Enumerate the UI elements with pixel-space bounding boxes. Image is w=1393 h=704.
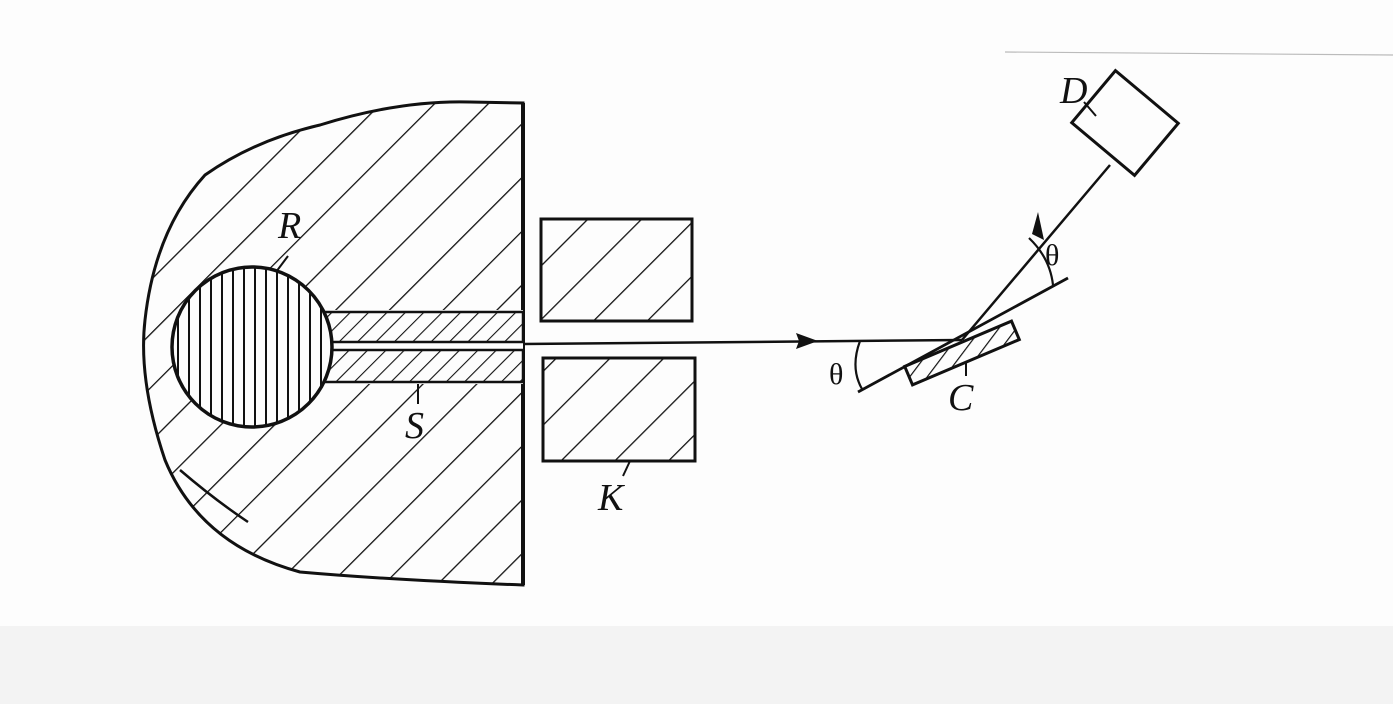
leader-K	[622, 460, 631, 477]
source-channel-upper	[323, 310, 525, 344]
shielding-inner-curve	[179, 469, 249, 524]
crystal	[902, 319, 1022, 387]
leader-R	[275, 255, 289, 273]
label-C: C	[948, 377, 974, 419]
label-R: R	[277, 205, 301, 247]
detector	[1069, 68, 1181, 178]
collimator-upper	[539, 217, 694, 323]
leader-D	[1083, 101, 1097, 117]
radioactive-source-hatch	[170, 265, 334, 429]
incident-beam	[522, 338, 963, 346]
reflected-beam	[961, 164, 1111, 341]
source-channel-lower	[323, 348, 525, 384]
reflected-beam-arrow	[1032, 212, 1044, 240]
incident-beam-arrow	[796, 333, 818, 349]
label-theta-incident: θ	[829, 358, 843, 391]
label-theta-reflected: θ	[1045, 239, 1059, 272]
bottom-band	[0, 626, 1393, 704]
label-D: D	[1059, 70, 1087, 112]
incident-angle-arc	[854, 340, 863, 390]
reflected-angle-arc	[1028, 237, 1055, 286]
page-edge-line	[1004, 51, 1393, 56]
crystal-plane	[857, 276, 1069, 394]
collimator-lower	[541, 356, 697, 463]
label-S: S	[405, 405, 424, 447]
label-K: K	[597, 477, 625, 519]
